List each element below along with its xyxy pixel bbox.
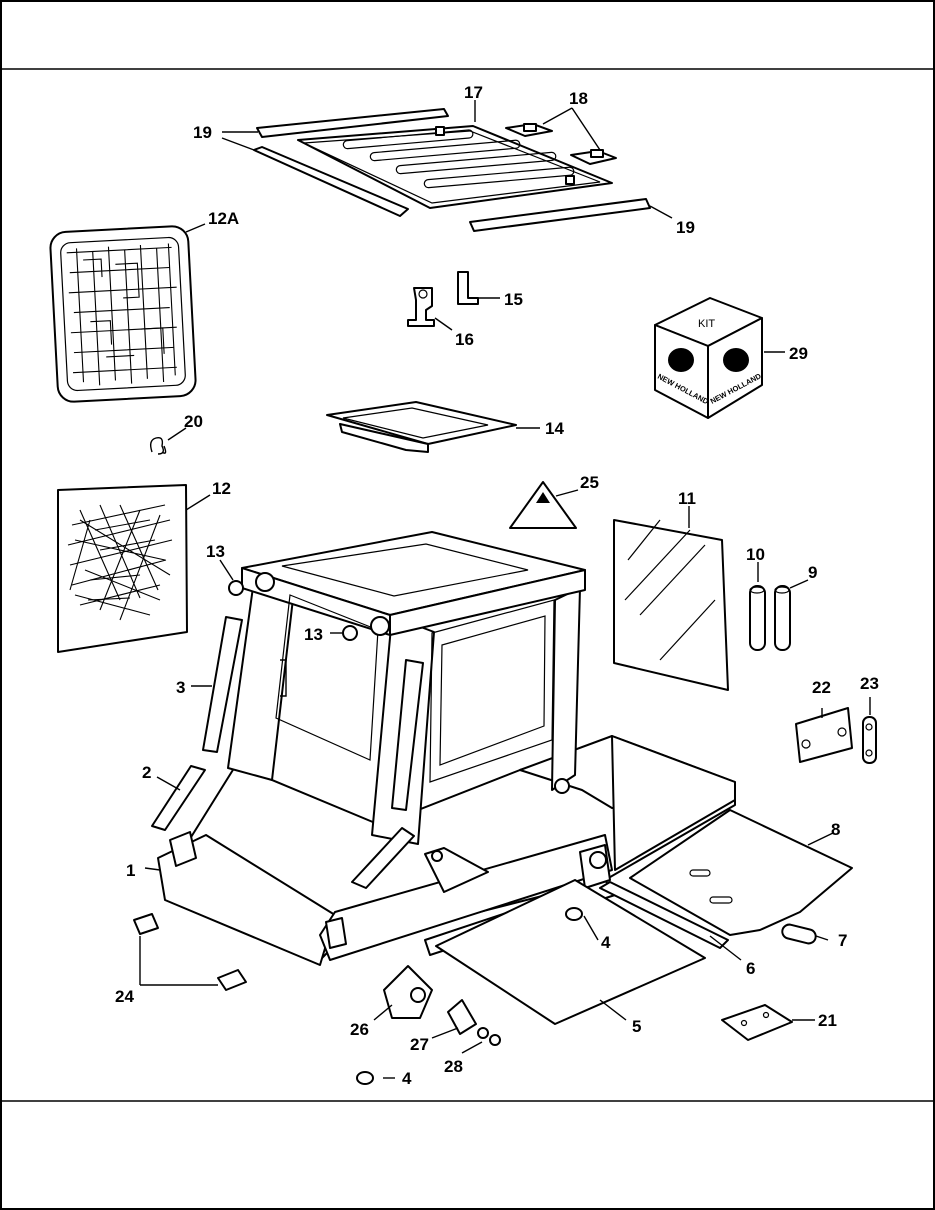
warning-decal — [509, 481, 577, 529]
callout-18: 18 — [569, 89, 588, 108]
kit-box: KIT NEW HOLLAND NEW HOLLAND — [654, 297, 763, 419]
callout-8: 8 — [831, 820, 840, 839]
callout-23: 23 — [860, 674, 879, 693]
callout-labels: 1 2 3 4 4 5 6 7 8 9 10 11 12 12A 13 13 1… — [115, 83, 879, 1088]
plate-21 — [721, 1004, 793, 1041]
callout-12: 12 — [212, 479, 231, 498]
cab-frame — [157, 531, 736, 966]
callout-3: 3 — [176, 678, 185, 697]
roof-seal-strips — [253, 108, 651, 232]
latch-handle — [407, 287, 435, 327]
plugs-4 — [356, 907, 583, 1085]
callout-22: 22 — [812, 678, 831, 697]
callout-10: 10 — [746, 545, 765, 564]
floor-plate-8 — [629, 809, 853, 936]
callout-13-upper: 13 — [206, 542, 225, 561]
callout-20: 20 — [184, 412, 203, 431]
mesh-screen-12a — [49, 225, 197, 403]
floor-strip-6 — [599, 881, 729, 949]
callout-4-lower: 4 — [402, 1069, 412, 1088]
plugs-13 — [228, 580, 358, 641]
callout-5: 5 — [632, 1017, 641, 1036]
callout-11: 11 — [678, 489, 696, 508]
callout-25: 25 — [580, 473, 599, 492]
leader-lines — [139, 100, 871, 1079]
kit-box-label: KIT — [698, 318, 715, 330]
callout-24: 24 — [115, 987, 134, 1006]
callout-19-left: 19 — [193, 123, 212, 142]
callout-26: 26 — [350, 1020, 369, 1039]
seal-tubes — [749, 585, 791, 651]
callout-4-upper: 4 — [601, 933, 611, 952]
callout-12a: 12A — [208, 209, 239, 228]
callout-9: 9 — [808, 563, 817, 582]
callout-7: 7 — [838, 931, 847, 950]
side-brackets — [151, 616, 424, 889]
bottom-plate-5 — [435, 879, 706, 1025]
pivot-assembly — [383, 965, 501, 1046]
hinge-plates — [795, 707, 877, 764]
tray — [326, 401, 517, 453]
clip-7 — [781, 923, 817, 945]
glass-panel-12 — [57, 484, 188, 653]
callout-27: 27 — [410, 1035, 429, 1054]
door-glass-11 — [613, 519, 729, 691]
callout-1: 1 — [126, 861, 135, 880]
callout-15: 15 — [504, 290, 523, 309]
roof-panel — [297, 125, 613, 209]
callout-19-right: 19 — [676, 218, 695, 237]
callout-16: 16 — [455, 330, 474, 349]
callout-21: 21 — [818, 1011, 837, 1030]
callout-13-lower: 13 — [304, 625, 323, 644]
callout-17: 17 — [464, 83, 483, 102]
callout-6: 6 — [746, 959, 755, 978]
roof-brackets — [505, 123, 617, 165]
callout-2: 2 — [142, 763, 151, 782]
clips-24 — [133, 913, 247, 991]
hook — [149, 436, 167, 455]
callout-29: 29 — [789, 344, 808, 363]
callout-28: 28 — [444, 1057, 463, 1076]
callout-14: 14 — [545, 419, 564, 438]
